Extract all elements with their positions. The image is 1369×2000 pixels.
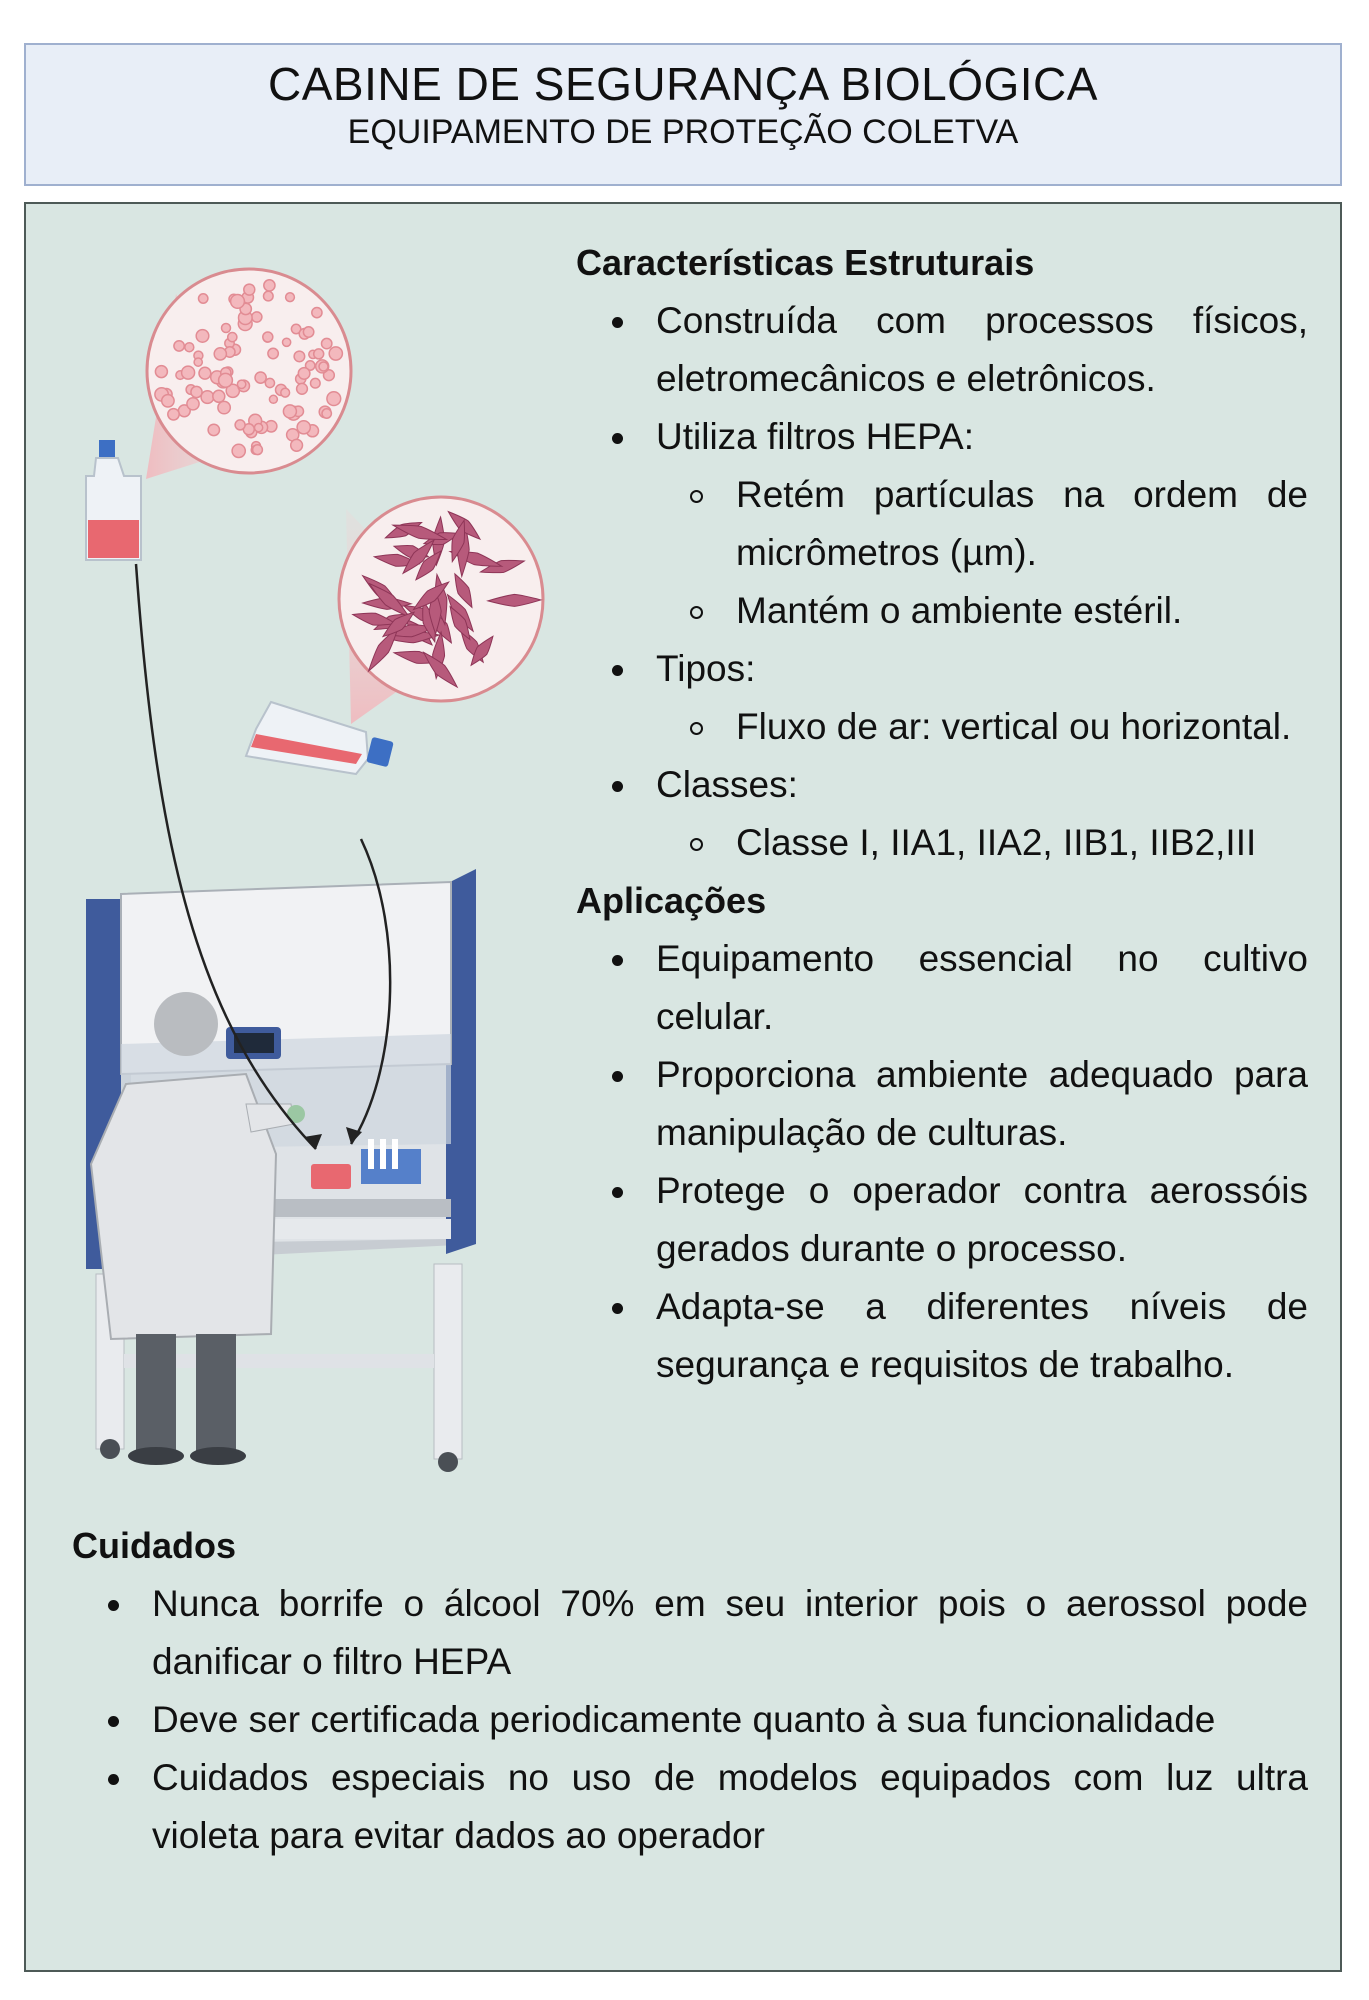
structural-list: Construída com processos físicos, eletro…	[576, 292, 1308, 872]
list-item: Construída com processos físicos, eletro…	[576, 292, 1308, 408]
sublist: Retém partículas na ordem de micrômetros…	[656, 466, 1308, 640]
sublist-item: Classe I, IIA1, IIA2, IIB1, IIB2,III	[656, 814, 1308, 872]
arrowhead-icon	[304, 1134, 322, 1149]
culture-flask-upright-icon	[85, 440, 142, 561]
sublist: Fluxo de ar: vertical ou horizontal.	[656, 698, 1308, 756]
list-item: Deve ser certificada periodicamente quan…	[72, 1691, 1308, 1749]
list-item-text: Tipos:	[656, 648, 756, 689]
scientist-icon	[89, 992, 305, 1465]
list-item: Proporciona ambiente adequado para manip…	[576, 1046, 1308, 1162]
sublist-item: Fluxo de ar: vertical ou horizontal.	[656, 698, 1308, 756]
right-column: Características Estruturais Construída c…	[576, 234, 1308, 1394]
list-item: Protege o operador contra aerossóis gera…	[576, 1162, 1308, 1278]
structural-heading: Características Estruturais	[576, 242, 1035, 283]
sublist-item: Retém partículas na ordem de micrômetros…	[656, 466, 1308, 582]
list-item: Cuidados especiais no uso de modelos equ…	[72, 1749, 1308, 1865]
care-section: Cuidados Nunca borrife o álcool 70% em s…	[72, 1517, 1308, 1865]
sublist-item: Mantém o ambiente estéril.	[656, 582, 1308, 640]
page-header: CABINE DE SEGURANÇA BIOLÓGICA EQUIPAMENT…	[24, 43, 1342, 186]
list-item: Utiliza filtros HEPA: Retém partículas n…	[576, 408, 1308, 640]
care-list: Nunca borrife o álcool 70% em seu interi…	[72, 1575, 1308, 1865]
list-item-text: Classes:	[656, 764, 798, 805]
page-subtitle: EQUIPAMENTO DE PROTEÇÃO COLETVA	[347, 113, 1019, 151]
list-item: Classes: Classe I, IIA1, IIA2, IIB1, IIB…	[576, 756, 1308, 872]
list-item-text: Utiliza filtros HEPA:	[656, 416, 974, 457]
list-item-text: Construída com processos físicos, eletro…	[656, 300, 1308, 399]
illustration	[85, 267, 545, 1472]
list-item: Tipos: Fluxo de ar: vertical ou horizont…	[576, 640, 1308, 756]
list-item: Equipamento essencial no cultivo celular…	[576, 930, 1308, 1046]
list-item: Nunca borrife o álcool 70% em seu interi…	[72, 1575, 1308, 1691]
care-heading: Cuidados	[72, 1525, 237, 1566]
content-panel: Características Estruturais Construída c…	[24, 202, 1342, 1972]
page-title: CABINE DE SEGURANÇA BIOLÓGICA	[268, 58, 1098, 110]
culture-flask-lying-icon	[244, 700, 394, 776]
list-item: Adapta-se a diferentes níveis de seguran…	[576, 1278, 1308, 1394]
round-cell-magnifier-icon	[145, 267, 353, 475]
arrow-icon	[134, 563, 392, 1150]
fibroblast-cell-magnifier-icon	[337, 495, 545, 703]
sublist: Classe I, IIA1, IIA2, IIB1, IIB2,III	[656, 814, 1308, 872]
applications-list: Equipamento essencial no cultivo celular…	[576, 930, 1308, 1394]
applications-heading: Aplicações	[576, 880, 767, 921]
arrowhead-icon	[346, 1127, 362, 1144]
